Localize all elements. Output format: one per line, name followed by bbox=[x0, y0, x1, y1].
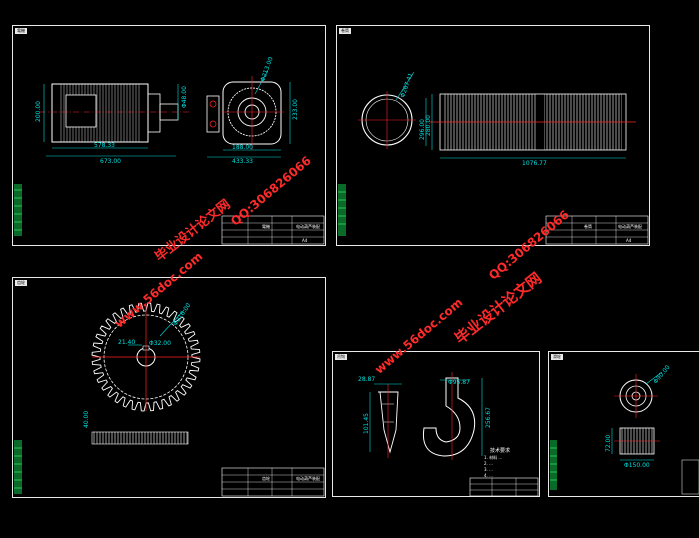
title-part: 卷筒 bbox=[584, 223, 592, 229]
dim-motor-len2: 673.00 bbox=[100, 158, 121, 165]
dim-motor-h2: 233.00 bbox=[292, 99, 299, 120]
dim-hook-h1: 101.45 bbox=[363, 413, 370, 434]
dim-wheel-h: 72.00 bbox=[605, 435, 612, 452]
dim-motor-d1: 188.00 bbox=[232, 144, 253, 151]
sheet-tag: 齿轮 bbox=[15, 280, 27, 286]
dim-gear-od: Φ216.00 bbox=[172, 302, 193, 327]
dim-wheel-od: Φ90.00 bbox=[652, 364, 672, 385]
sheet-tag: 滑轮 bbox=[551, 354, 563, 360]
dim-drum-h2: 296.00 bbox=[419, 119, 426, 140]
hook-note: 4. ... bbox=[484, 473, 493, 478]
motor-drawing: 578.33 673.00 200.00 Φ48.00 188.00 433.3… bbox=[14, 56, 325, 245]
title-part: 齿轮 bbox=[262, 475, 270, 481]
hook-note: 2. ... bbox=[484, 461, 493, 466]
dim-drum-h: 280.00 bbox=[425, 115, 432, 136]
dim-motor-flange: Φ213.00 bbox=[259, 56, 274, 83]
dim-wheel-w: Φ150.00 bbox=[624, 462, 650, 469]
drum-drawing: Φ267.41 1076.77 280.00 296.00 卷筒 电动葫芦装配 … bbox=[338, 71, 649, 245]
dim-gear-w: 40.00 bbox=[83, 411, 90, 428]
sheet-tag: 吊钩 bbox=[335, 354, 347, 360]
dim-hook-w1: 28.87 bbox=[358, 376, 375, 383]
title-scale: A4 bbox=[626, 238, 632, 243]
dim-motor-shaft: Φ48.00 bbox=[181, 86, 188, 108]
sheet-gear[interactable]: 齿轮 bbox=[12, 277, 326, 498]
hook-notes-title: 技术要求 bbox=[490, 447, 510, 454]
dim-hook-w2: Φ95.87 bbox=[448, 379, 470, 386]
title-drawing: 电动葫芦装配 bbox=[296, 223, 320, 229]
dim-drum-dia: Φ267.41 bbox=[399, 72, 414, 99]
hook-note: 3. ... bbox=[484, 467, 493, 472]
title-drawing: 电动葫芦装配 bbox=[618, 223, 642, 229]
revision-strip bbox=[14, 184, 22, 236]
title-block-motor: 電機 电动葫芦装配 A4 bbox=[221, 215, 325, 245]
dim-drum-len: 1076.77 bbox=[522, 160, 547, 167]
hook-note: 1. 材料 ... bbox=[484, 454, 502, 460]
dim-motor-height: 200.00 bbox=[35, 101, 42, 122]
title-scale: A4 bbox=[302, 238, 308, 243]
title-drawing: 电动葫芦装配 bbox=[296, 475, 320, 481]
dim-motor-d2: 433.33 bbox=[232, 158, 253, 165]
hook-drawing: 28.87 101.45 Φ95.87 256.67 技术要求 1. 材料 ..… bbox=[358, 372, 539, 497]
sheet-hook[interactable]: 吊钩 bbox=[332, 351, 540, 497]
sheet-tag: 電機 bbox=[15, 28, 27, 34]
dim-gear-key: 21.40 bbox=[118, 339, 135, 346]
sheet-wheel[interactable]: 滑轮 bbox=[548, 351, 699, 497]
sheet-motor[interactable]: 電機 bbox=[12, 25, 326, 246]
dim-motor-len1: 578.33 bbox=[94, 142, 115, 149]
title-block-hook bbox=[469, 477, 539, 497]
sheet-tag: 卷筒 bbox=[339, 28, 351, 34]
dim-gear-bore: Φ32.00 bbox=[149, 340, 171, 347]
title-part: 電機 bbox=[262, 223, 270, 229]
title-block-drum: 卷筒 电动葫芦装配 A4 bbox=[545, 215, 649, 245]
title-block-gear: 齿轮 电动葫芦装配 bbox=[221, 467, 325, 497]
wheel-drawing: Φ90.00 72.00 Φ150.00 bbox=[550, 364, 699, 495]
dim-hook-h2: 256.67 bbox=[485, 407, 492, 428]
sheet-drum[interactable]: 卷筒 bbox=[336, 25, 650, 246]
gear-drawing: Φ216.00 21.40 Φ32.00 40.00 齿轮 电动葫芦装配 bbox=[14, 302, 325, 497]
